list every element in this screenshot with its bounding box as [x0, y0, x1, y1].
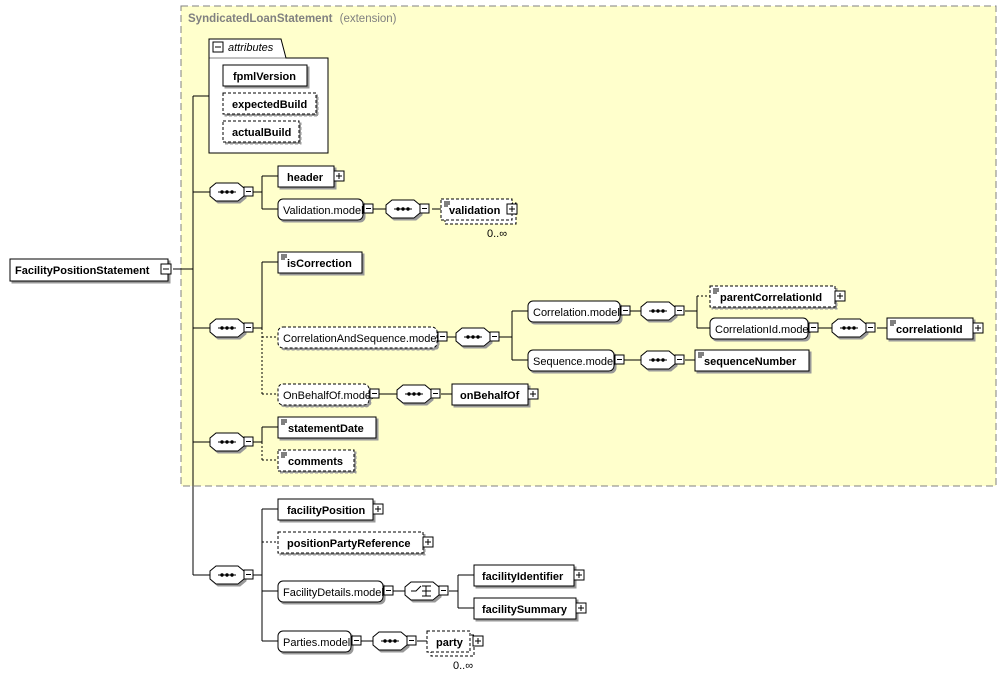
group-parties-model[interactable]: Parties.model — [277, 630, 362, 653]
simple-content-icon — [281, 254, 287, 260]
simple-content-icon — [890, 320, 896, 326]
sequence-compositor[interactable] — [209, 182, 254, 202]
element-facility-summary-label: facilitySummary — [482, 604, 568, 616]
sequence-compositor[interactable] — [455, 327, 500, 347]
element-facility-position-label: facilityPosition — [287, 505, 366, 517]
element-correlation-id-label: correlationId — [896, 324, 963, 336]
attribute-fpmlversion[interactable]: fpmlVersion — [222, 64, 308, 87]
attributes-collapse-icon[interactable] — [212, 41, 224, 53]
sequence-compositor[interactable] — [640, 350, 685, 370]
element-correlation-id[interactable]: correlationId — [886, 317, 984, 340]
root-collapse-icon[interactable] — [160, 263, 172, 275]
group-correlation-id-model-label: CorrelationId.model — [715, 324, 811, 336]
group-sequence-model[interactable]: Sequence.model — [527, 349, 625, 372]
validation-cardinality: 0..∞ — [487, 228, 507, 240]
attribute-actualbuild-label: actualBuild — [232, 127, 291, 139]
attributes-label: attributes — [228, 42, 274, 54]
group-on-behalf-of-model[interactable]: OnBehalfOf.model — [277, 383, 380, 406]
element-header-label: header — [287, 172, 324, 184]
simple-content-icon — [713, 288, 719, 294]
connectors — [173, 95, 887, 642]
group-on-behalf-of-model-label: OnBehalfOf.model — [283, 390, 374, 402]
expand-icon[interactable] — [575, 602, 587, 614]
party-cardinality: 0..∞ — [453, 660, 473, 672]
attribute-expectedbuild[interactable]: expectedBuild — [222, 92, 317, 115]
group-validation-model-label: Validation.model — [283, 205, 364, 217]
expand-icon[interactable] — [834, 290, 846, 302]
element-statement-date[interactable]: statementDate — [277, 416, 377, 439]
group-correlation-model[interactable]: Correlation.model — [527, 300, 631, 323]
simple-content-icon — [281, 452, 287, 458]
extension-type-suffix: (extension) — [340, 13, 397, 25]
element-facility-summary[interactable]: facilitySummary — [473, 597, 587, 620]
element-facility-identifier[interactable]: facilityIdentifier — [473, 564, 585, 587]
attributes-panel: attributes fpmlVersion expectedBuild act… — [208, 38, 329, 154]
simple-content-icon — [281, 419, 287, 425]
expand-icon[interactable] — [372, 503, 384, 515]
group-validation-model[interactable]: Validation.model — [277, 198, 374, 221]
group-facility-details-model[interactable]: FacilityDetails.model — [277, 580, 394, 603]
root-element[interactable]: FacilityPositionStatement — [9, 258, 172, 282]
element-on-behalf-of-label: onBehalfOf — [460, 390, 520, 402]
extension-title: SyndicatedLoanStatement (extension) — [188, 13, 397, 25]
element-facility-identifier-label: facilityIdentifier — [482, 571, 564, 583]
element-validation[interactable]: validation 0..∞ — [440, 198, 518, 240]
group-parties-model-label: Parties.model — [283, 637, 350, 649]
attribute-fpmlversion-label: fpmlVersion — [233, 71, 296, 83]
sequence-compositor[interactable] — [831, 318, 876, 338]
group-facility-details-model-label: FacilityDetails.model — [283, 587, 384, 599]
element-facility-position[interactable]: facilityPosition — [277, 498, 384, 521]
extension-type-name: SyndicatedLoanStatement — [188, 13, 333, 25]
group-correlation-and-sequence-model[interactable]: CorrelationAndSequence.model — [277, 326, 448, 349]
element-comments-label: comments — [288, 456, 343, 468]
sequence-compositor[interactable] — [640, 301, 685, 321]
group-correlation-model-label: Correlation.model — [533, 307, 620, 319]
element-header[interactable]: header — [277, 165, 345, 188]
element-position-party-reference[interactable]: positionPartyReference — [277, 531, 434, 554]
element-is-correction-label: isCorrection — [287, 258, 352, 270]
element-party-label: party — [436, 637, 464, 649]
element-parent-correlation-id-label: parentCorrelationId — [720, 292, 822, 304]
group-correlation-and-sequence-model-label: CorrelationAndSequence.model — [283, 333, 439, 345]
element-comments[interactable]: comments — [277, 449, 355, 472]
element-position-party-reference-label: positionPartyReference — [287, 538, 410, 550]
group-sequence-model-label: Sequence.model — [533, 356, 616, 368]
element-is-correction[interactable]: isCorrection — [277, 251, 363, 274]
sequence-compositor[interactable] — [209, 565, 254, 585]
element-on-behalf-of[interactable]: onBehalfOf — [451, 383, 539, 406]
element-validation-label: validation — [449, 205, 501, 217]
expand-icon[interactable] — [506, 203, 518, 215]
attribute-expectedbuild-label: expectedBuild — [232, 99, 307, 111]
root-element-label: FacilityPositionStatement — [15, 265, 150, 277]
expand-icon[interactable] — [422, 536, 434, 548]
choice-compositor[interactable] — [404, 581, 449, 601]
sequence-compositor[interactable] — [372, 631, 417, 651]
expand-icon[interactable] — [333, 170, 345, 182]
element-sequence-number-label: sequenceNumber — [704, 356, 797, 368]
sequence-compositor[interactable] — [396, 384, 441, 404]
element-party[interactable]: party 0..∞ — [426, 630, 484, 672]
sequence-compositor[interactable] — [209, 432, 254, 452]
element-sequence-number[interactable]: sequenceNumber — [694, 349, 810, 372]
expand-icon[interactable] — [972, 322, 984, 334]
expand-icon[interactable] — [472, 635, 484, 647]
sequence-compositor[interactable] — [209, 318, 254, 338]
attribute-actualbuild[interactable]: actualBuild — [222, 120, 300, 143]
group-correlation-id-model[interactable]: CorrelationId.model — [709, 317, 819, 340]
element-statement-date-label: statementDate — [288, 423, 364, 435]
sequence-compositor[interactable] — [385, 199, 430, 219]
expand-icon[interactable] — [573, 569, 585, 581]
simple-content-icon — [444, 201, 450, 207]
element-parent-correlation-id[interactable]: parentCorrelationId — [709, 285, 846, 308]
simple-content-icon — [698, 352, 704, 358]
expand-icon[interactable] — [527, 388, 539, 400]
